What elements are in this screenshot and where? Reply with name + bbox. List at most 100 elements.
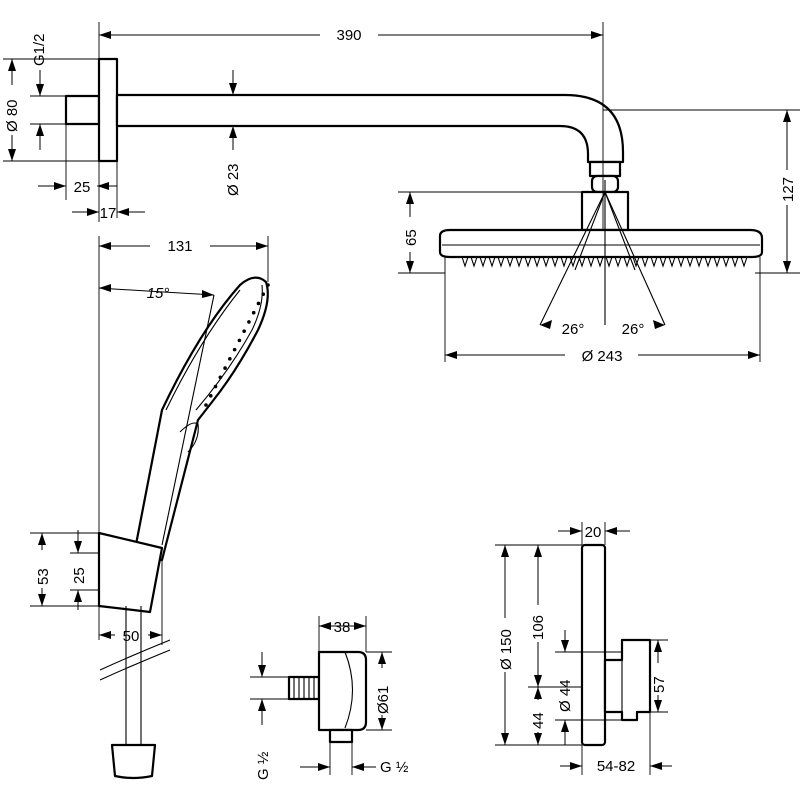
thermostat-plate [580,543,607,747]
thermostat-dimensions: 20 Ø 150 106 Ø 44 44 [495,522,672,775]
arrow [99,242,111,250]
arrow [605,527,617,535]
dim-upper-offset: 106 [530,615,547,640]
nozzle [740,256,748,268]
thread-stub [64,94,101,126]
nozzle [488,256,496,268]
dim-arm-diameter: Ø 23 [225,163,242,196]
hand-shower-body [131,276,269,562]
dim-thread: G1/2 [31,33,48,66]
dim-flange-offset: 17 [100,205,117,222]
spray-line-right-inner [604,191,636,271]
arrow [534,687,542,699]
hand-nozzle [251,310,256,315]
arrow [501,733,509,745]
spray-line-left-outer [539,191,606,326]
arrow [229,126,237,138]
nozzle [713,256,721,268]
arrow [99,631,111,639]
dim-holder-height: 53 [35,568,52,585]
dim-thread-in: G ½ [255,751,272,780]
dim-head-height: 65 [403,229,420,246]
wall-outlet [287,650,368,744]
dim-holder-center: 25 [71,567,88,584]
shower-arm [115,93,625,164]
hand-nozzle [247,320,251,324]
hand-nozzle [213,384,218,389]
nozzle [614,256,622,268]
arrow [202,290,214,298]
dim-arm-length: 390 [336,27,361,44]
dim-plate-height: Ø 150 [498,629,515,670]
dim-projection: 54-82 [597,758,635,775]
nozzle [515,256,523,268]
arrow [74,541,82,553]
hand-nozzle [256,301,261,306]
dim-holder-depth: 50 [123,628,140,645]
nozzle [461,256,469,268]
arm-connector [588,160,622,178]
nozzle [560,256,568,268]
nozzle [722,256,730,268]
dim-outlet-diameter: Ø61 [375,686,392,714]
hand-nozzle [228,357,232,361]
arrow [748,351,760,359]
arrow [534,733,542,745]
arrow [783,110,791,122]
dim-spray-angle-right: 26° [622,321,645,338]
nozzle [479,256,487,268]
nozzle [497,256,505,268]
dim-plate-depth: 20 [585,524,602,541]
wall-outlet-dimensions: 38 Ø61 G ½ G ½ [250,616,409,780]
nozzle [605,256,613,268]
dim-total-drop: 127 [780,177,797,202]
arrow [36,84,44,96]
arrow [97,182,109,190]
dim-outlet-depth: 38 [334,619,351,636]
arrow [8,59,16,71]
hand-nozzle [237,338,242,343]
nozzle [632,256,640,268]
arrow [570,527,582,535]
arrow [653,320,665,329]
thermostat [580,543,652,747]
dim-lower-offset: 44 [530,712,547,729]
nozzle [659,256,667,268]
arrow [534,545,542,557]
hand-shower [97,236,270,780]
nozzle [551,256,559,268]
arrow [406,261,414,273]
arrow [378,718,386,730]
nozzle [578,256,586,268]
arrow [378,652,386,664]
arrow [654,700,662,712]
outlet-body [317,650,368,732]
hand-nozzle [218,375,223,380]
thermostat-knob [603,638,652,722]
arrow [352,763,364,771]
arrow [654,640,662,652]
overhead-dimensions: 390 G1/2 Ø 80 Ø 23 25 [3,22,800,365]
nozzle [650,256,658,268]
arrow [501,545,509,557]
nozzle [524,256,532,268]
arrow [570,762,582,770]
arrow [591,31,603,39]
hand-shower-grip-line [165,289,241,411]
dim-flange-depth: 25 [74,179,91,196]
nozzle [596,256,604,268]
arrow [561,640,569,652]
arrow [87,208,99,216]
dim-thread-out: G ½ [380,759,409,776]
hand-nozzle [261,292,266,297]
tilt-reference-line [161,294,215,546]
nozzle [470,256,478,268]
wall-flange [97,57,119,163]
dim-hand-width: 131 [167,238,192,255]
arrow [99,31,111,39]
nozzle [686,256,694,268]
nozzle [731,256,739,268]
dim-tilt-angle: 15° [147,285,170,302]
hand-nozzle [204,403,208,407]
